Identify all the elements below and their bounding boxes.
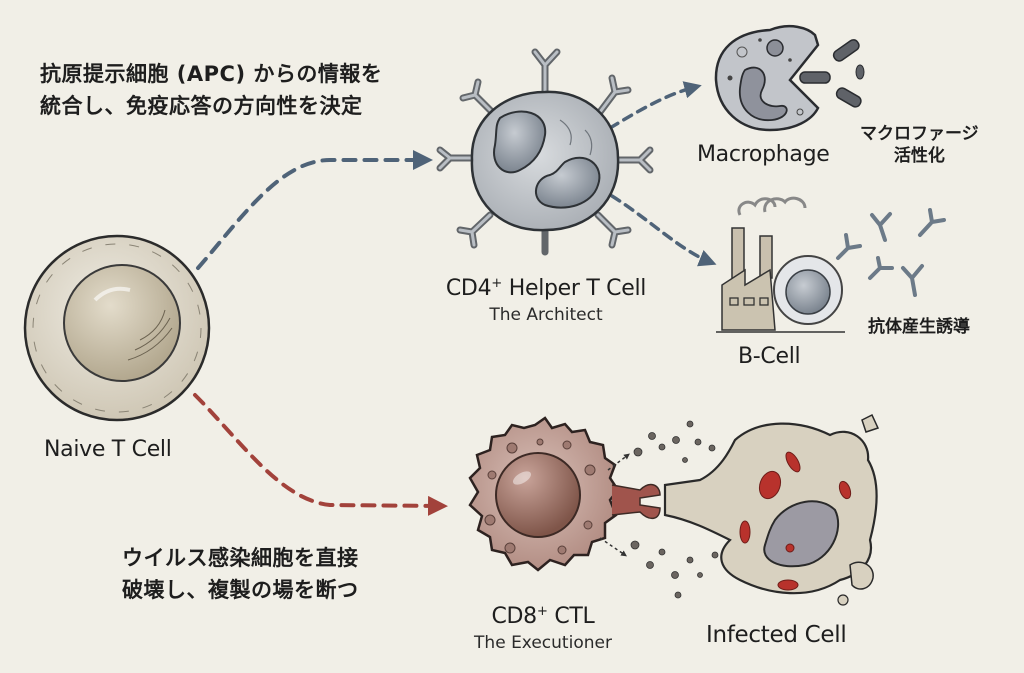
macrophage-icon [714,24,865,132]
cd8-subtitle: The Executioner [474,633,612,653]
edge-cd4-to-macrophage [608,81,702,130]
infected-cell-label: Infected Cell [706,622,847,648]
macrophage-label: Macrophage [697,142,830,167]
macrophage-effect-line2: 活性化 [893,146,945,166]
cd8-label-group: CD8+ CTL The Executioner [448,604,638,653]
edge-cd4-to-bcell [610,194,717,267]
helper-t-cell-icon [436,48,654,256]
cd4-role-line1: 抗原提示細胞 (APC) からの情報を [40,62,383,86]
macrophage-effect-annotation: マクロファージ 活性化 [860,123,979,167]
edge-naive-to-cd4 [196,150,433,270]
cytotoxic-t-cell-icon [468,416,661,572]
edge-naive-to-cd8 [193,393,448,516]
cd4-label-group: CD4+ Helper T Cell The Architect [428,276,664,325]
b-cell-factory-icon [716,196,946,333]
infected-cell-icon [663,413,880,606]
cd4-role-line2: 統合し、免疫応答の方向性を決定 [40,94,363,118]
cd4-subtitle: The Architect [489,305,603,325]
b-cell-label: B-Cell [738,344,801,369]
cd8-role-line2: 破壊し、複製の場を断つ [122,578,359,602]
b-cell-effect-annotation: 抗体産生誘導 [868,317,970,337]
macrophage-effect-line1: マクロファージ [860,124,979,144]
cd8-role-line1: ウイルス感染細胞を直接 [122,546,359,570]
cd4-title: CD4+ Helper T Cell [445,276,647,301]
naive-t-cell-label: Naive T Cell [44,437,172,462]
cd4-role-annotation: 抗原提示細胞 (APC) からの情報を 統合し、免疫応答の方向性を決定 [40,58,382,122]
debris-particles [630,420,719,599]
cd8-title: CD8+ CTL [491,604,595,629]
naive-t-cell-icon [23,234,211,422]
cd8-role-annotation: ウイルス感染細胞を直接 破壊し、複製の場を断つ [122,542,359,606]
